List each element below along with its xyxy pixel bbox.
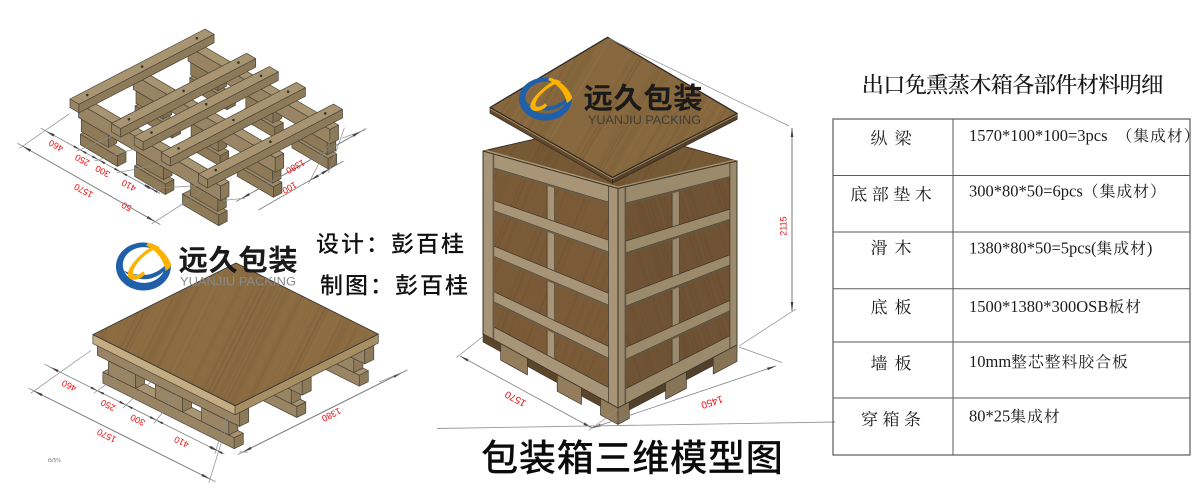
svg-text:410: 410 — [173, 434, 191, 450]
svg-text:1570*100*100=3pcs: 1570*100*100=3pcs — [969, 126, 1108, 145]
svg-text:1450: 1450 — [699, 393, 724, 411]
svg-text:1570: 1570 — [95, 427, 117, 445]
svg-text:1380*80*50=5pcs(: 1380*80*50=5pcs( — [969, 239, 1097, 258]
svg-text:10mm: 10mm — [969, 352, 1011, 371]
svg-text:50: 50 — [120, 200, 134, 214]
svg-text:1380: 1380 — [284, 157, 306, 176]
svg-text:t5/5%: t5/5% — [48, 458, 61, 464]
svg-text:80*25: 80*25 — [969, 407, 1010, 426]
svg-text:250: 250 — [99, 397, 117, 413]
svg-text:YUANJIU PACKING: YUANJIU PACKING — [588, 113, 701, 127]
svg-text:100: 100 — [280, 180, 298, 196]
svg-text:1570: 1570 — [72, 181, 94, 199]
svg-text:1500*1380*300OSB: 1500*1380*300OSB — [969, 297, 1108, 316]
svg-text:300*80*50=6pcs: 300*80*50=6pcs — [969, 182, 1083, 201]
svg-text:2115: 2115 — [779, 216, 789, 235]
svg-text:YUANJIU PACKING: YUANJIU PACKING — [180, 275, 296, 289]
svg-text:1380: 1380 — [320, 406, 342, 424]
svg-text:460: 460 — [60, 378, 78, 394]
svg-text:): ) — [1147, 239, 1153, 258]
